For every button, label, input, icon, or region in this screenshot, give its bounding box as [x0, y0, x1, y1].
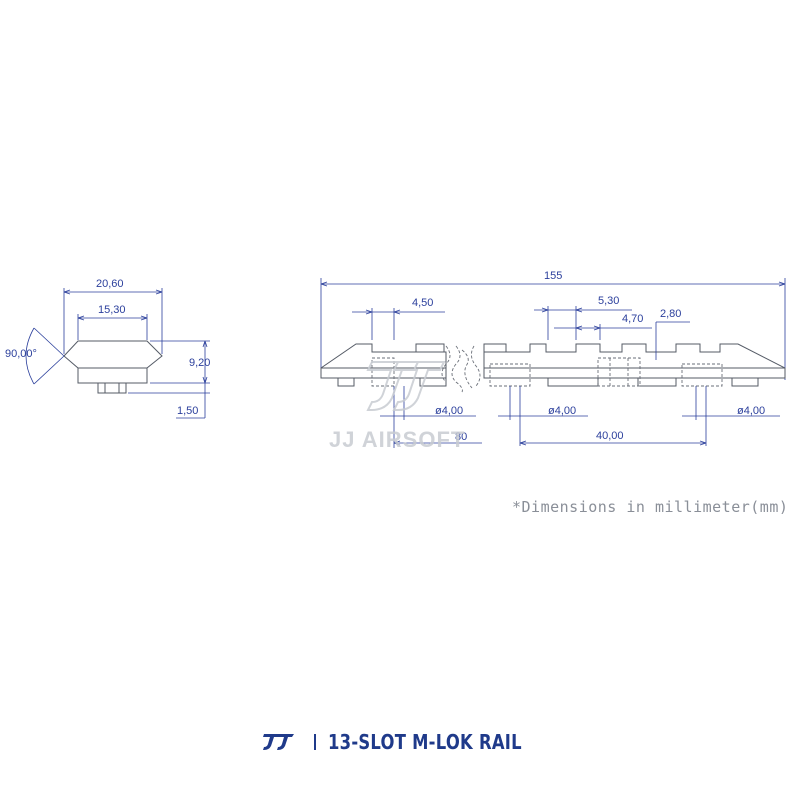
dim-arrows	[202, 340, 208, 384]
brand-logo-icon	[263, 734, 294, 750]
dim-hole-spacing-label: 40,00	[596, 430, 624, 442]
rail-tooth	[483, 343, 507, 353]
end-foot	[97, 382, 127, 394]
footer-separator	[314, 734, 316, 750]
rail-hidden-slot	[371, 357, 395, 387]
dim-base-label: 1,50	[177, 405, 198, 417]
footer-title: 13-SLOT M-LOK RAIL	[328, 730, 522, 754]
break-line	[471, 345, 481, 387]
rail-hidden-slot	[489, 363, 531, 387]
dim-arrows	[365, 309, 401, 315]
watermark-logo-icon	[366, 361, 446, 411]
footer: 13-SLOT M-LOK RAIL	[262, 727, 564, 757]
rail-tooth	[415, 343, 445, 353]
dim-gap-width-label: 5,30	[598, 295, 619, 307]
end-profile-outline	[63, 340, 163, 384]
dim-angle-arc	[25, 327, 35, 385]
side-view: 155 4,50 5,30	[320, 270, 786, 448]
dim-hole-mid-label: ø4,00	[548, 405, 576, 417]
dim-arrows	[575, 325, 601, 331]
dim-offset-label: 80	[455, 431, 467, 443]
dim-angle-label: 90,00°	[5, 348, 37, 360]
dim-angle-leg	[33, 327, 65, 357]
rail-main-segment	[483, 343, 786, 379]
rail-foot	[731, 377, 759, 387]
end-view: 20,60 15,30 90,00° 9,20 1,50	[5, 278, 210, 419]
watermark: JJ AIRSOFT	[329, 361, 465, 452]
rail-foot	[547, 377, 599, 387]
break-line	[441, 345, 451, 383]
dim-arrows	[63, 289, 163, 295]
dim-hole-left-label: ø4,00	[435, 405, 463, 417]
dim-total-length-label: 155	[544, 270, 562, 282]
rail-left-segment	[320, 343, 447, 379]
rail-foot	[637, 377, 677, 387]
watermark-text: JJ AIRSOFT	[329, 427, 465, 452]
dim-hole-right-label: ø4,00	[737, 405, 765, 417]
dim-arrows	[541, 307, 583, 313]
dim-top-width-label: 20,60	[96, 278, 124, 290]
break-line	[461, 349, 473, 389]
break-line	[451, 345, 463, 393]
rail-hidden-slot	[681, 363, 723, 387]
units-note: *Dimensions in millimeter(mm)	[512, 498, 789, 516]
dim-arrows	[77, 315, 148, 321]
dim-arrows	[320, 281, 786, 287]
rail-hidden-slot	[597, 357, 641, 387]
dim-tooth-width-label: 4,50	[412, 297, 433, 309]
dim-slot-width-label: 15,30	[98, 304, 126, 316]
dim-slot-width-label: 4,70	[622, 313, 643, 325]
dim-arrows	[393, 440, 401, 446]
dim-step-width-label: 2,80	[660, 308, 681, 320]
dim-arrows	[519, 440, 707, 446]
rail-foot	[337, 377, 355, 387]
dim-angle-leg	[33, 355, 65, 385]
dim-height-label: 9,20	[189, 357, 210, 369]
